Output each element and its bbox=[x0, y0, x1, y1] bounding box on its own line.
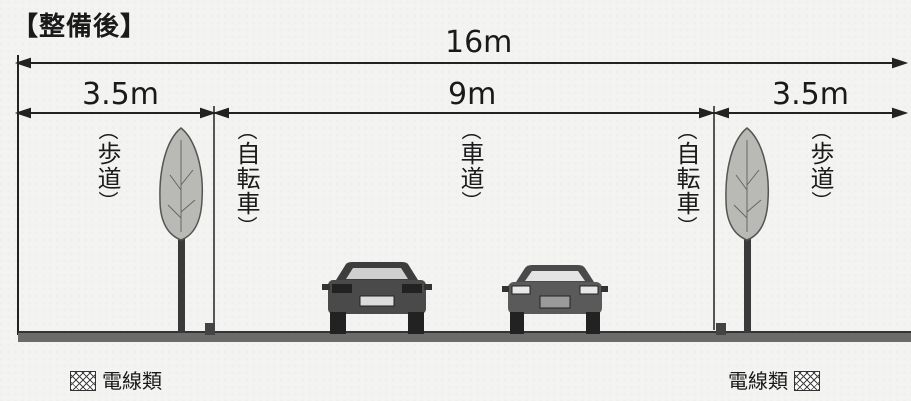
roadway-width-label: 9m bbox=[448, 77, 497, 112]
paren-close: ） bbox=[95, 191, 119, 212]
char: 歩 bbox=[93, 141, 121, 166]
ground-strip bbox=[18, 332, 911, 342]
tree-right bbox=[725, 127, 770, 333]
right-sidewalk-width-label: 3.5m bbox=[772, 77, 849, 112]
legend-right-label: 電線類 bbox=[728, 369, 788, 393]
paren-open: （ bbox=[234, 120, 258, 141]
char: 車 bbox=[456, 141, 484, 166]
paren-close: ） bbox=[234, 216, 258, 237]
sidewalk-right-label: （歩道） bbox=[806, 120, 834, 212]
legend-right: 電線類 bbox=[728, 370, 820, 392]
paren-open: （ bbox=[458, 120, 482, 141]
curb-right bbox=[716, 323, 726, 335]
car-front-view bbox=[502, 265, 608, 334]
ground-top-edge bbox=[18, 331, 911, 333]
paren-open: （ bbox=[808, 120, 832, 141]
char: 歩 bbox=[806, 141, 834, 166]
char: 道 bbox=[806, 166, 834, 191]
char: 自 bbox=[232, 141, 260, 166]
paren-open: （ bbox=[95, 120, 119, 141]
paren-close: ） bbox=[458, 191, 482, 212]
segment-dimension-line bbox=[14, 107, 909, 119]
char: 道 bbox=[93, 166, 121, 191]
total-dimension-line bbox=[14, 57, 909, 69]
curb-left bbox=[205, 323, 215, 335]
char: 道 bbox=[456, 166, 484, 191]
char: 車 bbox=[232, 191, 260, 216]
page-title: 【整備後】 bbox=[12, 12, 148, 42]
legend-left-label: 電線類 bbox=[102, 369, 162, 393]
bicycle-lane-left-label: （自転車） bbox=[232, 120, 260, 237]
paren-close: ） bbox=[674, 216, 698, 237]
tree-left bbox=[159, 127, 204, 333]
paren-open: （ bbox=[674, 120, 698, 141]
bicycle-lane-right-label: （自転車） bbox=[672, 120, 700, 237]
total-width-label: 16m bbox=[445, 25, 513, 60]
utility-pattern-icon bbox=[794, 371, 820, 391]
paren-close: ） bbox=[808, 191, 832, 212]
char: 転 bbox=[232, 166, 260, 191]
sidewalk-left-label: （歩道） bbox=[93, 120, 121, 212]
car-rear-view bbox=[322, 262, 432, 334]
utility-pattern-icon bbox=[70, 371, 96, 391]
char: 車 bbox=[672, 191, 700, 216]
char: 転 bbox=[672, 166, 700, 191]
char: 自 bbox=[672, 141, 700, 166]
legend-left: 電線類 bbox=[70, 370, 162, 392]
roadway-label: （車道） bbox=[456, 120, 484, 212]
left-sidewalk-width-label: 3.5m bbox=[82, 77, 159, 112]
